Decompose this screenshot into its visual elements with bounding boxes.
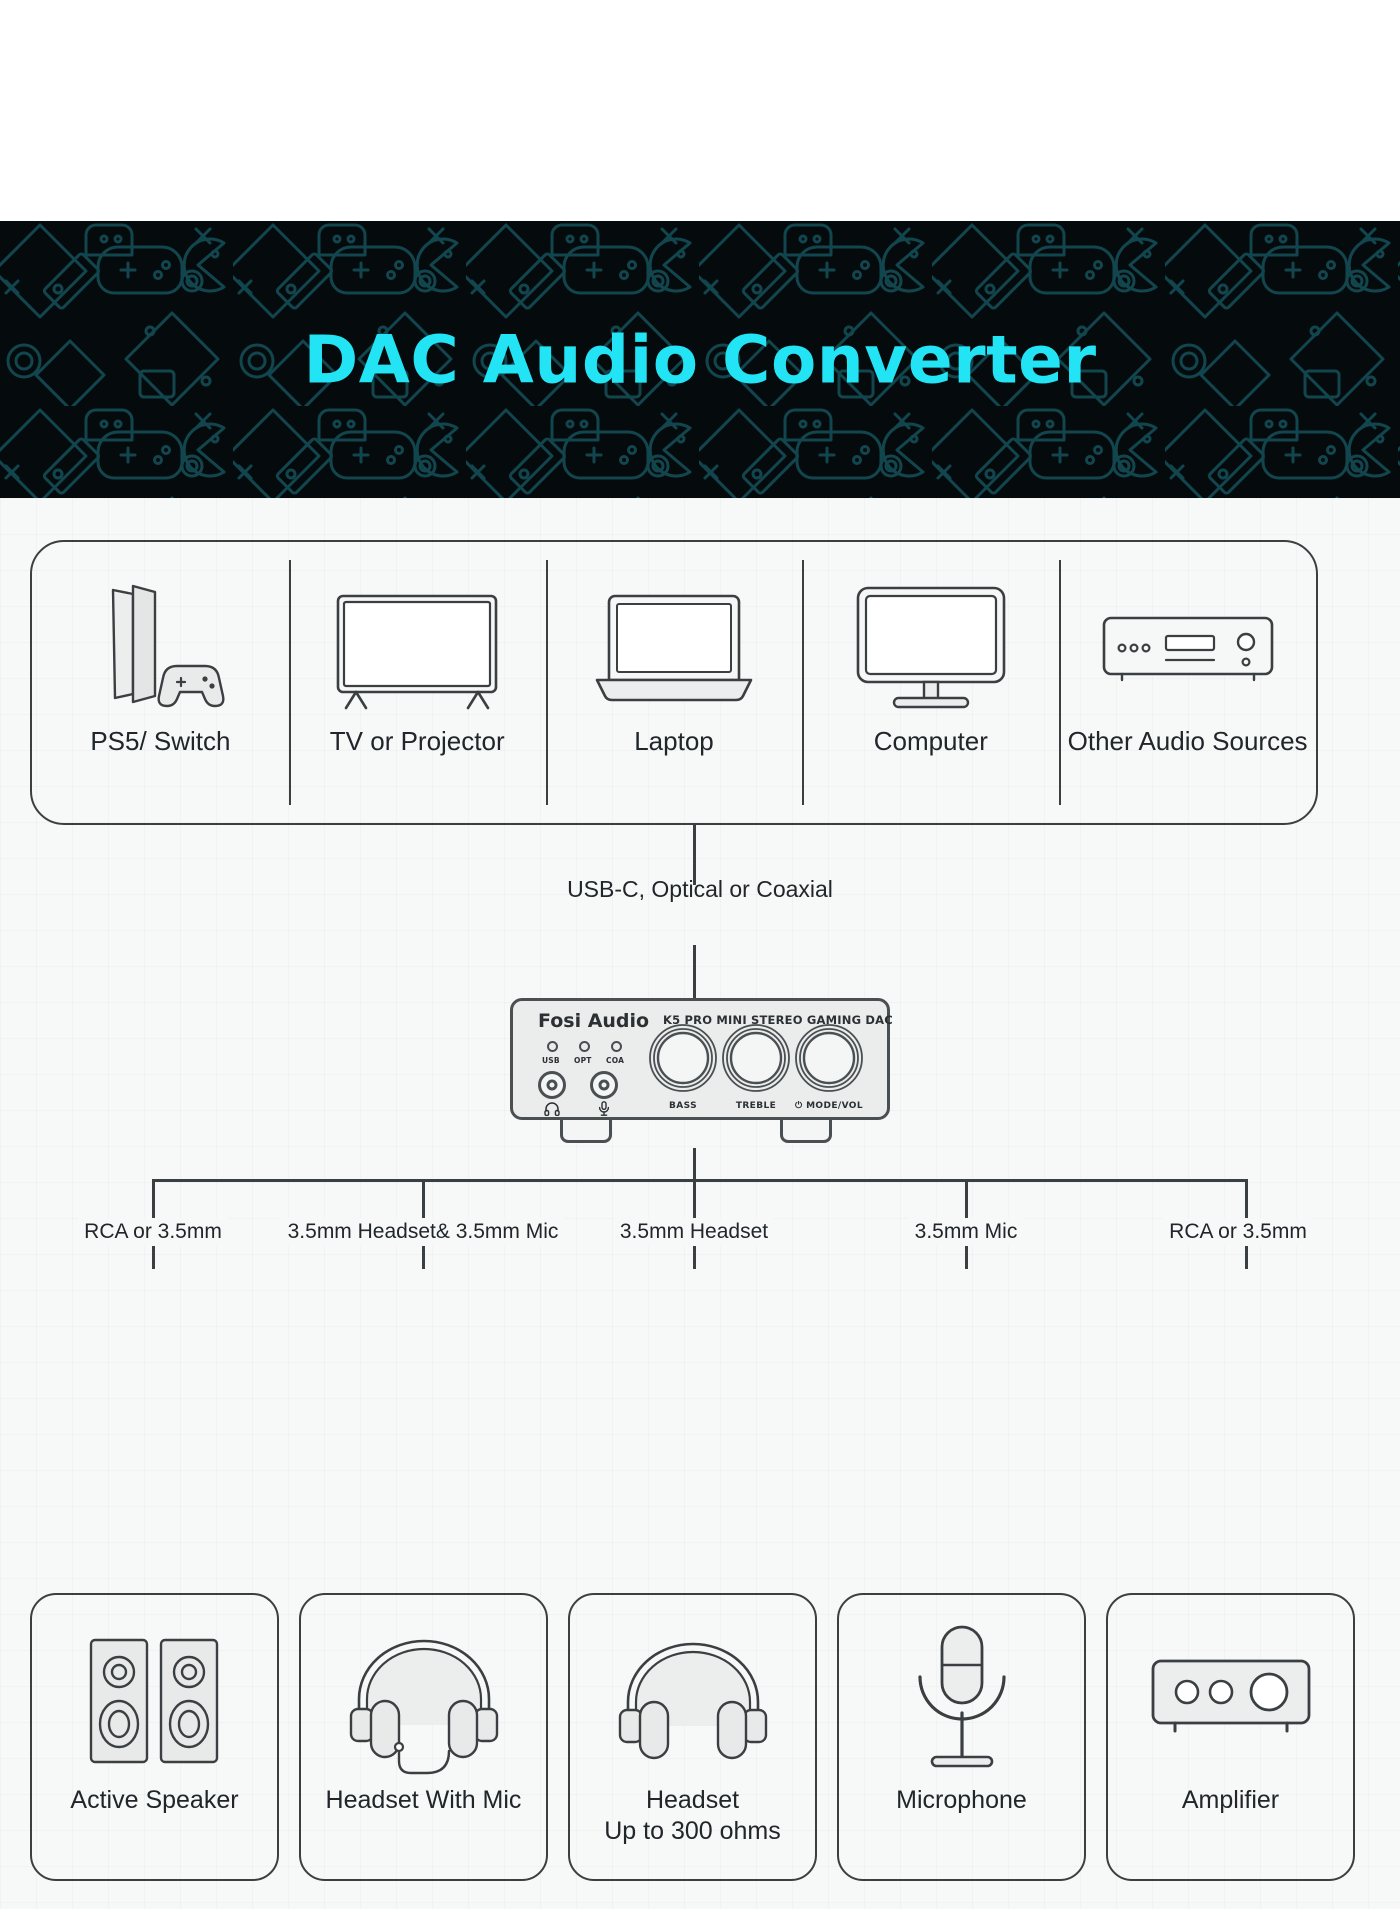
- source-label: Laptop: [634, 726, 714, 756]
- input-connector-line-upper: [693, 825, 696, 885]
- led-opt: [579, 1041, 590, 1052]
- console-icon: [85, 564, 235, 724]
- top-whitespace: [0, 0, 1400, 221]
- output-card-active-speaker[interactable]: Active Speaker: [30, 1593, 279, 1881]
- output-label: Headset With Mic: [325, 1786, 522, 1814]
- headphone-jack[interactable]: [538, 1071, 566, 1099]
- output-connection-label-3: 3.5mm Headset: [613, 1218, 775, 1246]
- output-card-amplifier[interactable]: Amplifier: [1106, 1593, 1355, 1881]
- mode-vol-knob-label: ⏻ MODE/VOL: [795, 1101, 863, 1111]
- led-coa-label: COA: [606, 1056, 625, 1065]
- source-item-computer[interactable]: Computer: [802, 542, 1059, 823]
- dac-device[interactable]: Fosi Audio K5 PRO MINI STEREO GAMING DAC…: [510, 998, 893, 1148]
- output-connector-tree: RCA or 3.5mm 3.5mm Headset& 3.5mm Mic 3.…: [0, 1148, 1400, 1269]
- output-label: Microphone: [896, 1786, 1027, 1814]
- bass-knob[interactable]: [648, 1023, 718, 1093]
- source-label: PS5/ Switch: [90, 726, 231, 756]
- laptop-icon: [579, 564, 769, 724]
- hero-banner: DAC Audio Converter: [0, 221, 1400, 498]
- output-connection-label-5: RCA or 3.5mm: [1163, 1218, 1313, 1246]
- led-usb: [547, 1041, 558, 1052]
- output-connection-label-1: RCA or 3.5mm: [78, 1218, 228, 1246]
- microphone-jack[interactable]: [590, 1071, 618, 1099]
- output-connection-label-4: 3.5mm Mic: [908, 1218, 1024, 1246]
- headset-mic-icon: [329, 1617, 519, 1785]
- output-label: Active Speaker: [70, 1786, 239, 1814]
- speaker-pair-icon: [65, 1617, 245, 1785]
- av-receiver-icon: [1088, 564, 1288, 724]
- source-label: TV or Projector: [329, 726, 505, 756]
- dac-foot-right: [780, 1117, 832, 1143]
- led-coa: [611, 1041, 622, 1052]
- microphone-icon: [892, 1617, 1032, 1785]
- monitor-icon: [836, 564, 1026, 724]
- dac-brand-label: Fosi Audio: [538, 1010, 650, 1032]
- headset-icon: [598, 1617, 788, 1785]
- source-item-laptop[interactable]: Laptop: [545, 542, 803, 823]
- tree-horizontal-bar: [152, 1179, 1248, 1182]
- mode-vol-knob[interactable]: [794, 1023, 864, 1093]
- output-label: Amplifier: [1181, 1786, 1280, 1814]
- input-connection-label: USB-C, Optical or Coaxial: [567, 876, 833, 902]
- source-item-ps5-switch[interactable]: PS5/ Switch: [32, 542, 289, 823]
- dac-front-panel: Fosi Audio K5 PRO MINI STEREO GAMING DAC…: [510, 998, 893, 1120]
- headphone-icon: [544, 1102, 560, 1116]
- audio-sources-panel: PS5/ Switch TV or Projector: [30, 540, 1318, 825]
- source-label: Computer: [873, 726, 988, 756]
- dac-foot-left: [560, 1117, 612, 1143]
- connection-diagram: PS5/ Switch TV or Projector: [0, 498, 1400, 1909]
- output-card-headset-with-mic[interactable]: Headset With Mic: [299, 1593, 548, 1881]
- led-opt-label: OPT: [574, 1056, 592, 1065]
- treble-knob[interactable]: [721, 1023, 791, 1093]
- treble-knob-label: TREBLE: [735, 1101, 777, 1111]
- hero-title: DAC Audio Converter: [303, 321, 1097, 398]
- output-connection-label-2: 3.5mm Headset& 3.5mm Mic: [281, 1218, 565, 1246]
- output-card-headset[interactable]: Headset Up to 300 ohms: [568, 1593, 817, 1881]
- led-usb-label: USB: [542, 1056, 560, 1065]
- tree-stem: [693, 1148, 696, 1181]
- dac-model-label: K5 PRO MINI STEREO GAMING DAC: [663, 1013, 893, 1027]
- source-item-tv-projector[interactable]: TV or Projector: [288, 542, 546, 823]
- output-devices-row: Active Speaker: [30, 1593, 1370, 1881]
- output-label: Headset Up to 300 ohms: [604, 1786, 781, 1845]
- bass-knob-label: BASS: [669, 1101, 697, 1111]
- input-connector-line-lower: [693, 945, 696, 1000]
- source-item-other-audio-sources[interactable]: Other Audio Sources: [1059, 542, 1316, 823]
- microphone-icon: [598, 1101, 610, 1116]
- output-card-microphone[interactable]: Microphone: [837, 1593, 1086, 1881]
- amplifier-icon: [1141, 1617, 1321, 1785]
- source-label: Other Audio Sources: [1067, 726, 1308, 756]
- tv-icon: [322, 564, 512, 724]
- gaming-pattern-background: [0, 221, 1400, 498]
